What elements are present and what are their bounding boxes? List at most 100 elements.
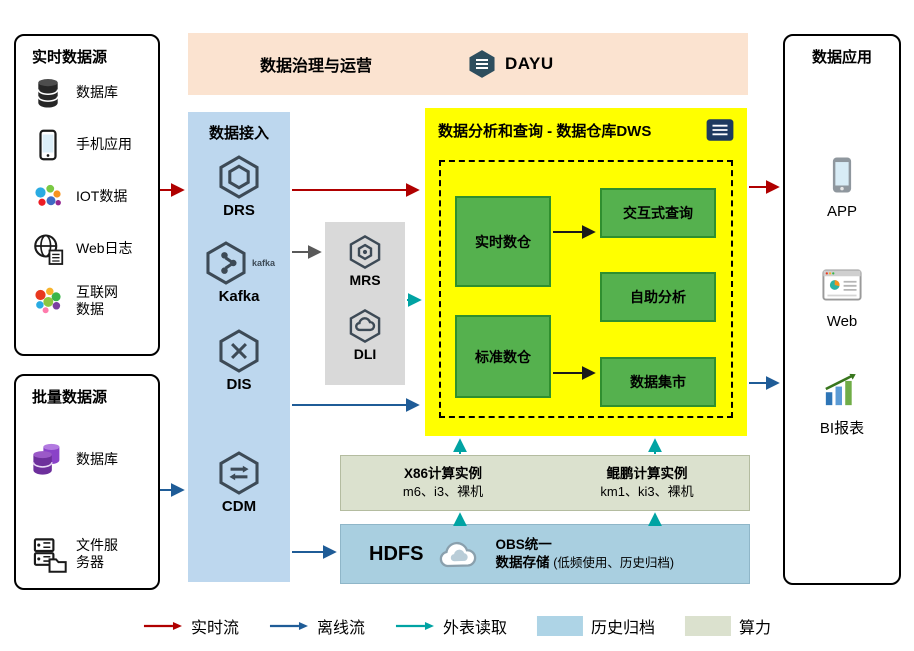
obs-note: (低频使用、历史归档) [553, 556, 675, 570]
list-item: 文件服务器 [16, 515, 158, 593]
obs-line1: OBS统一 [495, 536, 552, 552]
legend-item-realtime: 实时流 [143, 614, 239, 638]
warehouse-label: 实时数仓 [475, 233, 531, 250]
function-interactive-query: 交互式查询 [600, 188, 716, 238]
dli-icon [349, 309, 381, 343]
mrs-icon [349, 235, 381, 269]
list-item: 手机应用 [16, 119, 158, 171]
compute-x86-group: X86计算实例 m6、i3、裸机 [341, 456, 545, 510]
legend-item-offline: 离线流 [269, 614, 365, 638]
app-item-web: Web [785, 264, 899, 330]
service-label: MRS [349, 272, 381, 288]
list-item: 数据库 [16, 67, 158, 119]
app-item-app: APP [785, 154, 899, 220]
obs-line2: 数据存储 [495, 555, 550, 570]
dayu-logo: DAYU [466, 48, 554, 80]
compute-group-subtitle: m6、i3、裸机 [402, 484, 484, 500]
dayu-wordmark: DAYU [505, 54, 554, 73]
obs-cloud-icon [440, 541, 477, 567]
source-label: 文件服务器 [76, 536, 118, 571]
middleware-panel: MRS DLI [325, 222, 405, 385]
applications-title: 数据应用 [811, 49, 872, 66]
governance-bar: 数据治理与运营 DAYU [188, 33, 748, 95]
web-log-icon [28, 229, 68, 269]
warehouse-label: 标准数仓 [475, 348, 531, 365]
legend-label: 实时流 [190, 620, 239, 637]
database-icon [28, 73, 68, 113]
service-label: DIS [226, 376, 252, 393]
dayu-icon [469, 50, 495, 78]
data-ingestion-panel: 数据接入 DRS kafka Kafka DIS CDM [188, 112, 290, 582]
ingestion-title: 数据接入 [208, 125, 269, 142]
iot-icon [28, 177, 68, 217]
compute-group-title: X86计算实例 [403, 466, 483, 482]
function-label: 交互式查询 [623, 205, 693, 221]
drs-icon [219, 155, 259, 199]
dis-icon [219, 329, 259, 373]
app-item-bi: BI报表 [785, 368, 899, 438]
function-data-mart: 数据集市 [600, 357, 716, 407]
dws-title: 数据分析和查询 - 数据仓库DWS [438, 122, 652, 140]
dws-title-row: 数据分析和查询 - 数据仓库DWS [425, 108, 747, 143]
list-item: 数据库 [16, 421, 158, 499]
compute-group-subtitle: km1、ki3、裸机 [600, 484, 694, 500]
storage-panel: HDFS OBS统一 数据存储 (低频使用、历史归档) [340, 524, 750, 584]
service-mrs: MRS [325, 234, 405, 288]
service-kafka: kafka Kafka [188, 240, 290, 305]
cdm-icon [219, 451, 259, 495]
service-dli: DLI [325, 308, 405, 362]
source-label: 数据库 [76, 84, 118, 101]
app-label: Web [826, 313, 858, 330]
list-item: Web日志 [16, 223, 158, 275]
function-self-analysis: 自助分析 [600, 272, 716, 322]
legend: 实时流 离线流 外表读取 历史归档 算力 [143, 614, 771, 638]
legend-label: 外表读取 [442, 620, 508, 637]
kafka-wordmark: kafka [251, 258, 276, 268]
governance-title: 数据治理与运营 [260, 58, 373, 75]
legend-item-external-read: 外表读取 [395, 614, 507, 638]
function-label: 自助分析 [630, 289, 686, 305]
service-label: DRS [223, 202, 255, 219]
smartphone-icon [832, 157, 852, 193]
hdfs-label: HDFS [369, 542, 424, 565]
compute-kunpeng-group: 鲲鹏计算实例 km1、ki3、裸机 [545, 456, 749, 510]
obs-storage-text: OBS统一 数据存储 (低频使用、历史归档) [495, 536, 674, 572]
legend-label: 离线流 [316, 620, 365, 637]
internet-data-icon [28, 281, 68, 321]
blue-arrow-icon [269, 622, 308, 630]
applications-panel: 数据应用 APP Web BI报表 [783, 34, 901, 585]
service-dis: DIS [188, 328, 290, 393]
batch-sources-panel: 批量数据源 数据库 文件服务器 [14, 374, 160, 590]
legend-item-archive: 历史归档 [537, 614, 655, 638]
dws-inner-boundary [439, 160, 733, 418]
service-label: CDM [221, 498, 257, 515]
mobile-phone-icon [28, 125, 68, 165]
bi-chart-icon [825, 373, 856, 406]
compute-group-title: 鲲鹏计算实例 [606, 466, 688, 482]
service-label: Kafka [218, 288, 260, 305]
database-stack-icon [28, 440, 68, 480]
archive-swatch-icon [537, 616, 584, 636]
app-label: BI报表 [819, 420, 865, 437]
compute-swatch-icon [685, 616, 732, 636]
file-server-icon [28, 534, 68, 574]
realtime-sources-title: 实时数据源 [32, 49, 108, 66]
legend-label: 历史归档 [591, 620, 656, 637]
source-label: 数据库 [76, 451, 118, 468]
warehouse-realtime: 实时数仓 [455, 196, 551, 287]
legend-label: 算力 [739, 620, 772, 637]
realtime-sources-panel: 实时数据源 数据库 手机应用 IOT数据 Web日志 [14, 34, 160, 356]
red-arrow-icon [143, 622, 182, 630]
service-label: DLI [353, 346, 377, 362]
dws-panel: 数据分析和查询 - 数据仓库DWS 实时数仓 标准数仓 交互式查询 自助分析 数… [425, 108, 747, 436]
service-drs: DRS [188, 154, 290, 219]
source-label: IOT数据 [76, 188, 128, 205]
function-label: 数据集市 [630, 374, 686, 390]
legend-item-compute: 算力 [685, 614, 771, 638]
browser-icon [822, 269, 862, 301]
dws-report-icon [706, 119, 734, 141]
list-item: IOT数据 [16, 171, 158, 223]
teal-arrow-icon [395, 622, 434, 630]
app-label: APP [826, 203, 857, 220]
